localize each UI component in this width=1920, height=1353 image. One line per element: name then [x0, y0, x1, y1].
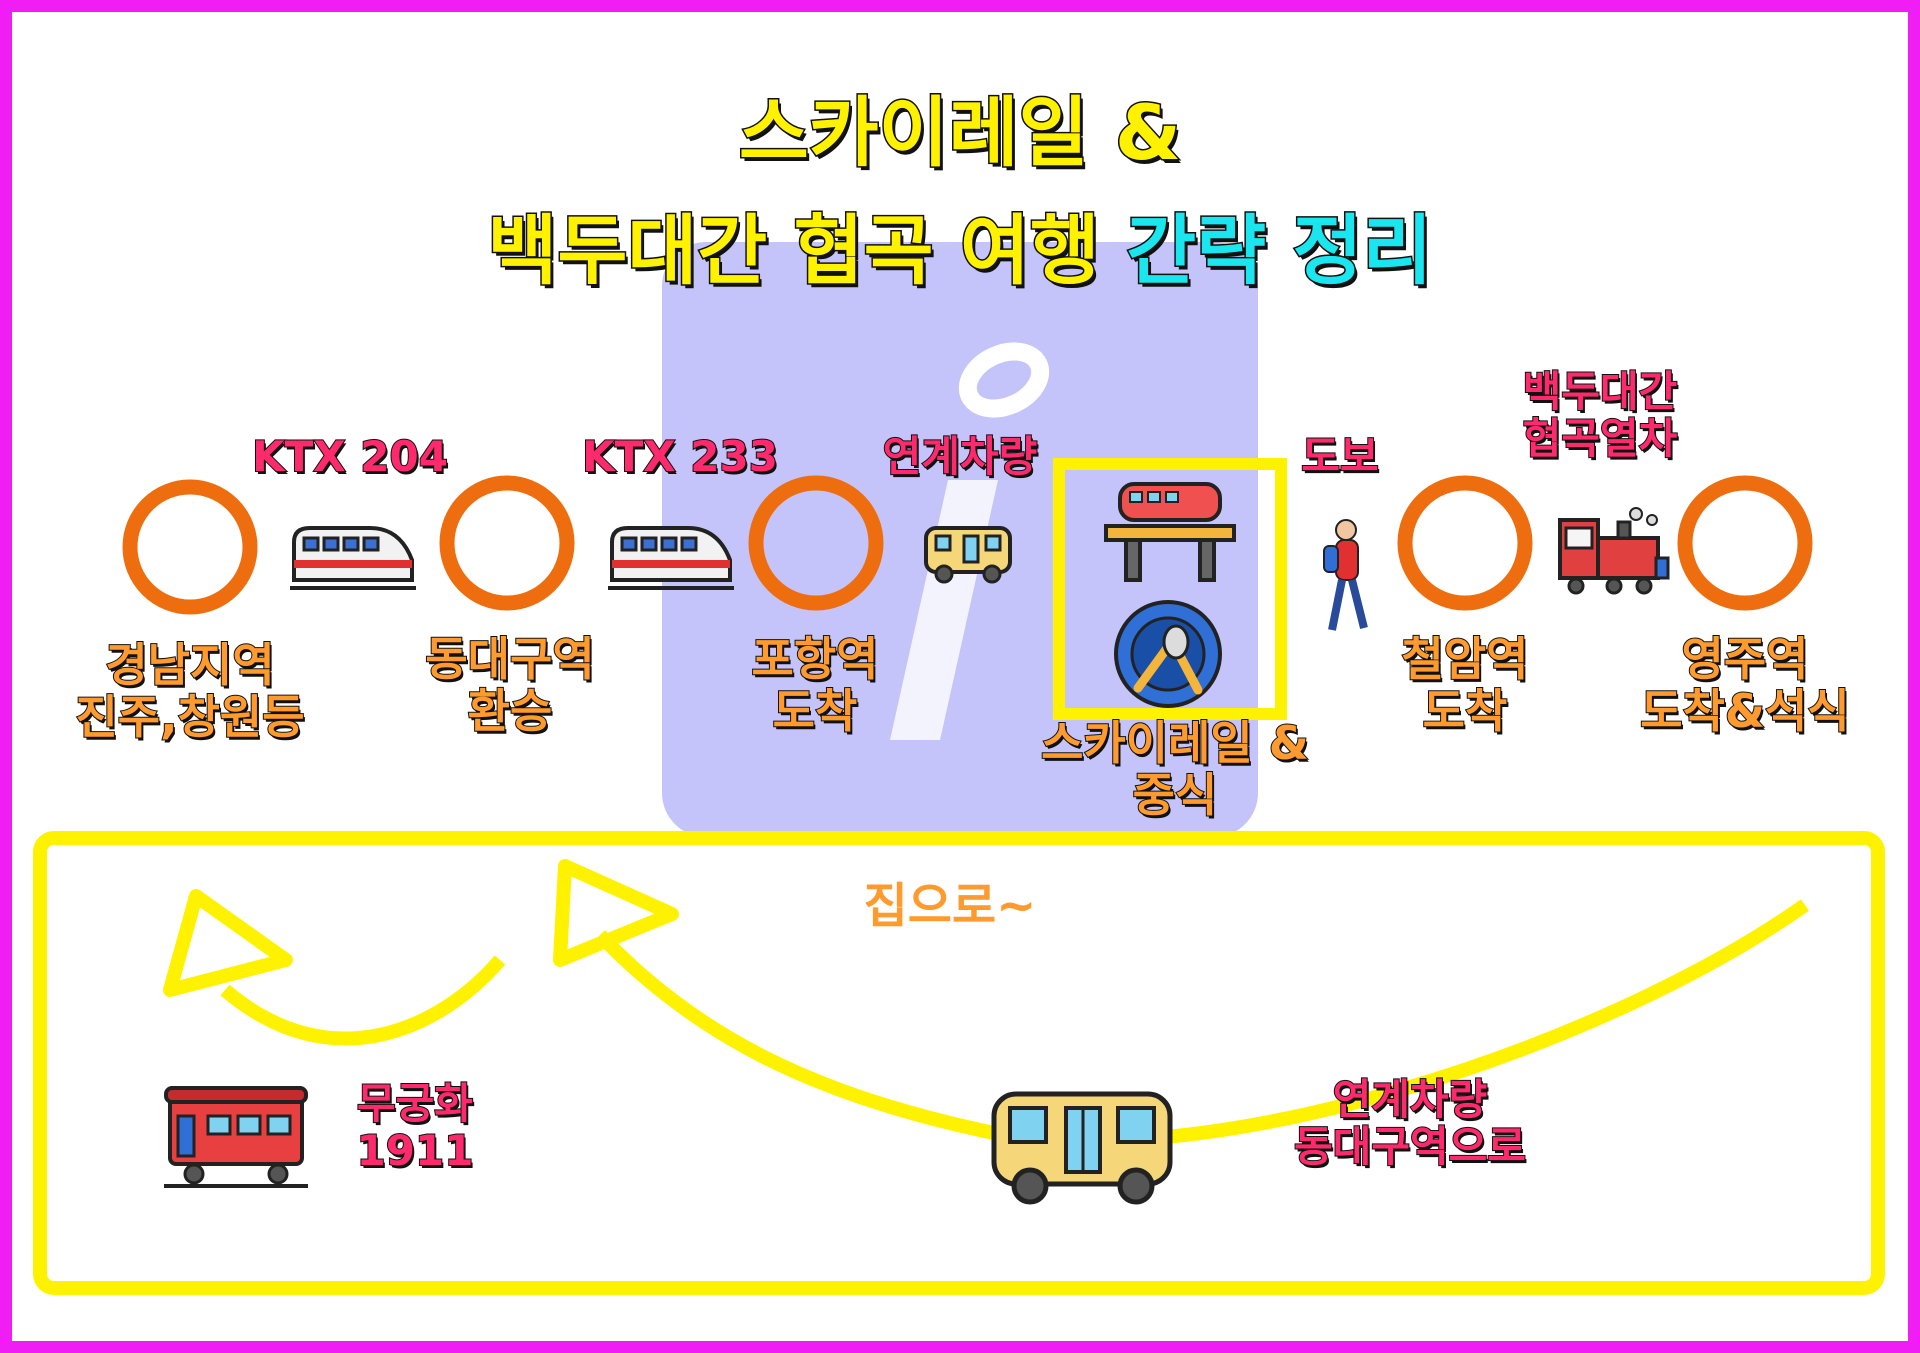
mode-label-return-shuttle: 연계차량 동대구역으로: [1250, 1075, 1570, 1172]
stop-note: 환승: [467, 683, 554, 738]
steam-train-icon: [1558, 507, 1670, 595]
title-line-2-main: 백두대간 협곡 여행: [486, 206, 1101, 295]
stop-label-gyeongnam: 경남지역 진주,창원등: [40, 638, 340, 744]
stop-note: 도착: [772, 683, 859, 738]
stop-label-dongdaegu: 동대구역 환승: [380, 632, 640, 738]
mugunghwa-car-icon: [164, 1086, 308, 1188]
stop-circle: [1397, 475, 1533, 611]
mode-label-shuttle: 연계차량: [882, 432, 1039, 481]
mode-label-mugunghwa: 무궁화 1911: [330, 1079, 500, 1176]
stop-name: 포항역: [751, 632, 880, 686]
return-route-box: [33, 831, 1885, 1295]
stop-circle: [439, 475, 575, 611]
gorge-train-line-2: 협곡열차: [1522, 414, 1679, 464]
stop-name: 철암역: [1401, 632, 1530, 686]
stop-note: 진주,창원등: [74, 689, 305, 744]
shuttle-bus-icon: [924, 526, 1012, 584]
title-line-2: 백두대간 협곡 여행 간략 정리: [260, 206, 1660, 295]
return-arrow-right: [553, 859, 1810, 1148]
return-shuttle-line-1: 연계차량: [1332, 1075, 1489, 1124]
stop-circle: [122, 479, 258, 615]
stop-name: 동대구역: [424, 632, 595, 686]
stop-name: 영주역: [1681, 632, 1810, 686]
stop-note: 도착&석식: [1639, 683, 1850, 738]
meal-plate-icon: [1114, 600, 1222, 708]
stop-label-cheoram: 철암역 도착: [1350, 632, 1580, 738]
ktx-train-icon: [290, 526, 416, 590]
stop-circle: [748, 475, 884, 611]
return-home-label: 집으로~: [863, 878, 1037, 934]
shuttle-bus-icon: [991, 1091, 1173, 1205]
return-shuttle-line-2: 동대구역으로: [1293, 1122, 1527, 1172]
skyrail-highlight-box: [1053, 458, 1287, 720]
stop-name: 경남지역: [104, 638, 275, 692]
gorge-train-line-1: 백두대간: [1522, 367, 1679, 416]
stop-label-pohang: 포항역 도착: [700, 632, 930, 738]
stop-label-yeongju: 영주역 도착&석식: [1600, 632, 1890, 738]
mugunghwa-line-2: 1911: [356, 1126, 475, 1176]
title-line-1: 스카이레일 &: [737, 88, 1182, 177]
mugunghwa-line-1: 무궁화: [356, 1079, 474, 1128]
stop-circle: [1677, 475, 1813, 611]
ktx-train-icon: [608, 526, 734, 590]
title-line-2-accent: 간략 정리: [1125, 206, 1434, 295]
stop-note: 도착: [1422, 683, 1509, 738]
stop-label-skyrail: 스카이레일 & 중식: [1010, 716, 1340, 822]
stop-note: 중식: [1132, 767, 1219, 822]
mode-label-gorge-train: 백두대간 협곡열차: [1480, 367, 1720, 464]
skyrail-icon: [1104, 482, 1236, 582]
walking-person-icon: [1323, 519, 1368, 631]
stop-name: 스카이레일 &: [1040, 716, 1310, 770]
mode-label-walk: 도보: [1300, 432, 1379, 481]
mode-label-ktx-204: KTX 204: [251, 432, 449, 481]
return-arrow-left: [163, 889, 506, 1046]
mode-label-ktx-233: KTX 233: [581, 432, 779, 481]
